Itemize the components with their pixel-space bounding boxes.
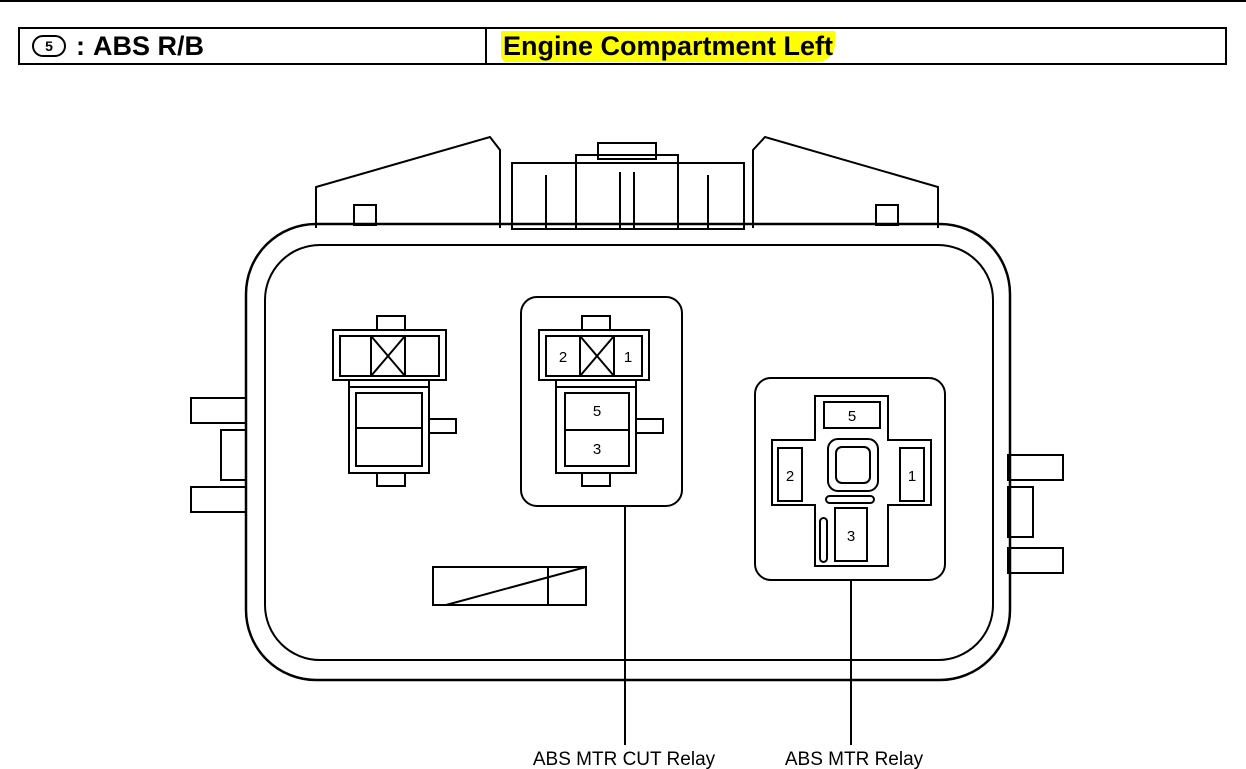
mtr-relay-callout: ABS MTR Relay — [785, 749, 924, 769]
location-text: Engine Compartment Left — [501, 30, 836, 62]
header-location-cell: Engine Compartment Left — [487, 29, 1225, 63]
housing-outer — [244, 222, 1012, 682]
mtr-relay-pin-1: 1 — [908, 468, 916, 485]
cut-relay-pin-3: 3 — [593, 441, 601, 458]
unused-relay-socket — [332, 315, 457, 487]
cut-relay-pin-2: 2 — [559, 349, 567, 366]
mtr-relay-pin-5: 5 — [848, 408, 856, 425]
top-right-tab — [752, 135, 939, 228]
cut-relay-pin-5: 5 — [593, 403, 601, 420]
header-separator: : — [76, 30, 85, 61]
cut-relay-callout: ABS MTR CUT Relay — [533, 749, 716, 769]
mtr-relay-pin-2: 2 — [786, 468, 794, 485]
top-rule — [0, 0, 1246, 2]
housing-inner — [264, 244, 994, 661]
top-center-connector — [511, 142, 745, 230]
relay-block-name: ABS R/B — [93, 30, 205, 61]
abs-mtr-cut-relay-socket — [520, 296, 683, 507]
mtr-relay-pin-3: 3 — [847, 528, 855, 545]
number-badge: 5 — [32, 35, 66, 57]
cut-relay-pin-1: 1 — [624, 349, 632, 366]
top-left-tab — [315, 135, 501, 228]
fuse-label-plate — [432, 566, 587, 606]
header-table: 5 : ABS R/B Engine Compartment Left — [18, 27, 1227, 65]
header-name-cell: 5 : ABS R/B — [20, 29, 487, 63]
left-side-clips — [190, 397, 247, 513]
right-side-clips — [1007, 454, 1064, 574]
